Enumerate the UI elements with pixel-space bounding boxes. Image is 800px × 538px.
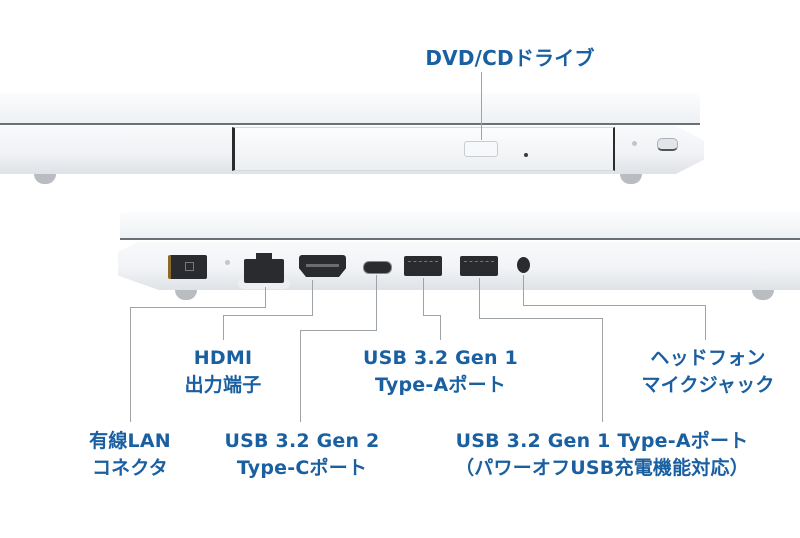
emergency-eject-hole [524,153,528,157]
lan-leader-line [130,307,266,308]
dvd-drive-label: DVD/CDドライブ [425,46,595,70]
power-led-icon [632,141,637,146]
usbc-leader-line [300,330,377,331]
usb-a-gen1-label-line1: USB 3.2 Gen 1 [363,347,518,369]
usb-a-port-icon-1[interactable] [404,256,442,276]
optical-drive-tray[interactable] [232,127,615,171]
top-laptop-lid [0,93,700,125]
usb-a-poweroff-label: USB 3.2 Gen 1 Type-Aポート （パワーオフUSB充電機能対応） [432,428,772,482]
top-foot-left [34,174,56,184]
usb-a-poweroff-label-line1: USB 3.2 Gen 1 Type-Aポート [455,430,749,452]
hdmi-label: HDMI 出力端子 [163,345,283,399]
usb-a-gen1-label: USB 3.2 Gen 1 Type-Aポート [348,345,533,399]
usb-a-port-icon-2[interactable] [460,256,498,276]
usb-c-port-icon[interactable] [363,261,392,274]
audio-leader-line [523,275,524,305]
lan-leader-line [130,307,131,422]
usbc-leader-line [300,330,301,422]
bottom-laptop-lid [120,212,800,240]
audio-leader-line [705,305,706,340]
usba2-leader-line [479,278,480,318]
usb-a-poweroff-label-line2: （パワーオフUSB充電機能対応） [455,457,749,479]
hdmi-leader-line [223,315,313,316]
usba1-leader-line [440,315,441,340]
usba2-leader-line [479,318,603,319]
audio-leader-line [523,305,706,306]
eject-button[interactable] [464,141,498,157]
bottom-foot-right [752,290,774,300]
hdmi-leader-line [223,315,224,340]
headphone-label: ヘッドフォン マイクジャック [628,345,788,399]
top-foot-right [620,174,642,184]
lan-label-line1: 有線LAN [89,430,171,452]
bottom-laptop-base [118,242,800,290]
ethernet-port-icon[interactable] [238,253,290,289]
led-indicator-icon [225,260,230,265]
power-jack-icon[interactable] [168,255,207,279]
hdmi-port-icon[interactable] [299,255,346,277]
dvd-leader-line [481,72,482,140]
usba1-leader-line [423,315,440,316]
usba2-leader-line [602,318,603,422]
lan-label: 有線LAN コネクタ [70,428,190,482]
headphone-label-line2: マイクジャック [641,374,775,396]
hdmi-leader-line [312,280,313,315]
lan-label-line2: コネクタ [91,457,169,479]
usb-c-gen2-label-line2: Type-Cポート [236,457,368,479]
hdmi-label-line1: HDMI [193,347,253,369]
headphone-label-line1: ヘッドフォン [650,347,766,369]
security-lock-slot-icon [657,138,678,151]
hdmi-label-line2: 出力端子 [184,374,262,396]
usb-c-gen2-label-line1: USB 3.2 Gen 2 [224,430,380,452]
usbc-leader-line [376,275,377,330]
usb-a-gen1-label-line2: Type-Aポート [375,374,506,396]
audio-jack-icon[interactable] [517,257,530,273]
bottom-foot-left [175,290,197,300]
lan-leader-line [265,287,266,307]
usba1-leader-line [423,278,424,315]
usb-c-gen2-label: USB 3.2 Gen 2 Type-Cポート [207,428,397,482]
